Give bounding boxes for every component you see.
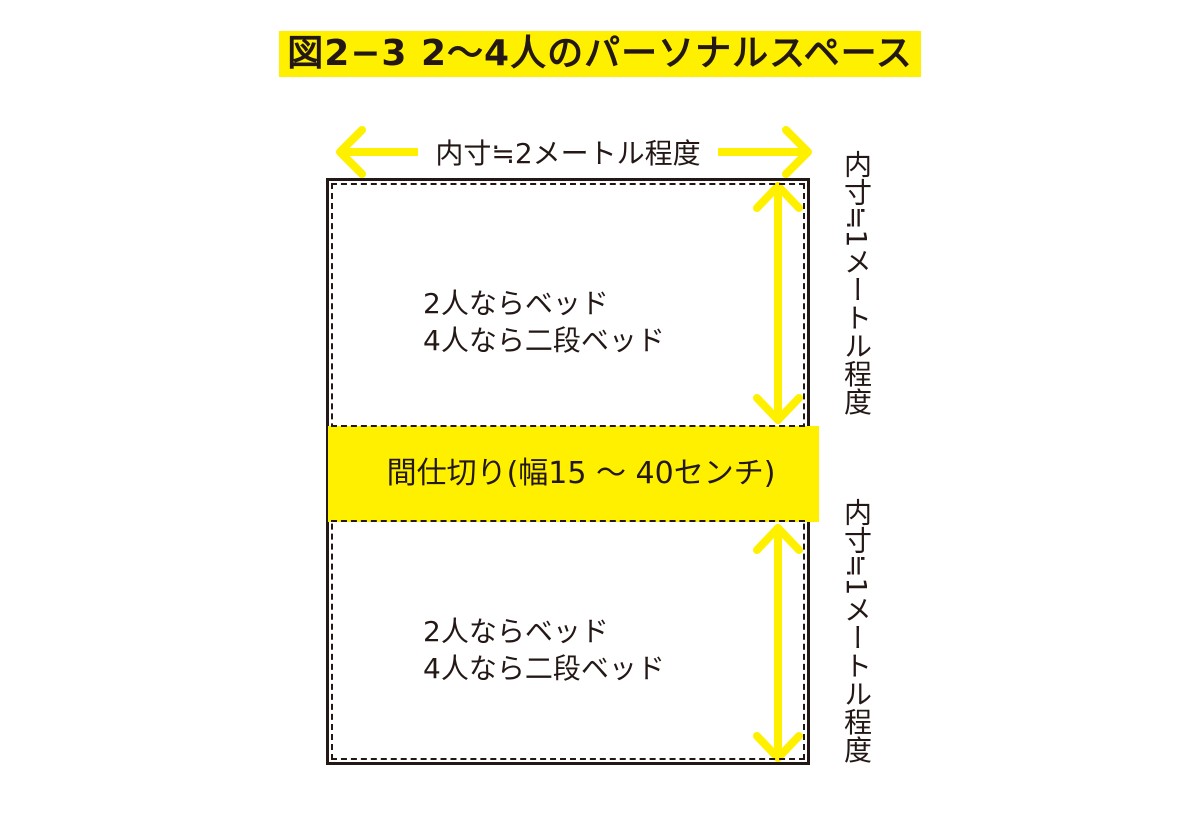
- lower-room-line1: 2人ならベッド: [423, 615, 609, 648]
- lower-room-label: 2人ならベッド 4人なら二段ベッド: [423, 613, 665, 687]
- width-dimension-label: 内寸≒2メートル程度: [418, 134, 718, 174]
- figure-title: 図2−3 2〜4人のパーソナルスペース: [279, 31, 921, 77]
- lower-room-line2: 4人なら二段ベッド: [423, 652, 665, 685]
- upper-height-arrow-top-head: [753, 182, 803, 212]
- upper-room-line2: 4人なら二段ベッド: [423, 324, 665, 357]
- upper-room-label: 2人ならベッド 4人なら二段ベッド: [423, 285, 665, 359]
- partition-bottom-line: [331, 520, 805, 522]
- lower-height-arrow-top-head: [753, 524, 803, 554]
- partition-label: 間仕切り(幅15 〜 40センチ): [386, 456, 776, 491]
- partition-top-line: [331, 425, 805, 427]
- lower-height-dimension-label: 内寸≒1メートル程度: [840, 498, 873, 764]
- upper-room-line1: 2人ならベッド: [423, 287, 609, 320]
- upper-height-dimension-label: 内寸≒1メートル程度: [840, 150, 873, 416]
- width-arrow-left-head: [336, 126, 366, 178]
- width-arrow-right-head: [782, 126, 812, 178]
- partition-band: [328, 426, 819, 522]
- upper-height-arrow-bottom-head: [753, 394, 803, 424]
